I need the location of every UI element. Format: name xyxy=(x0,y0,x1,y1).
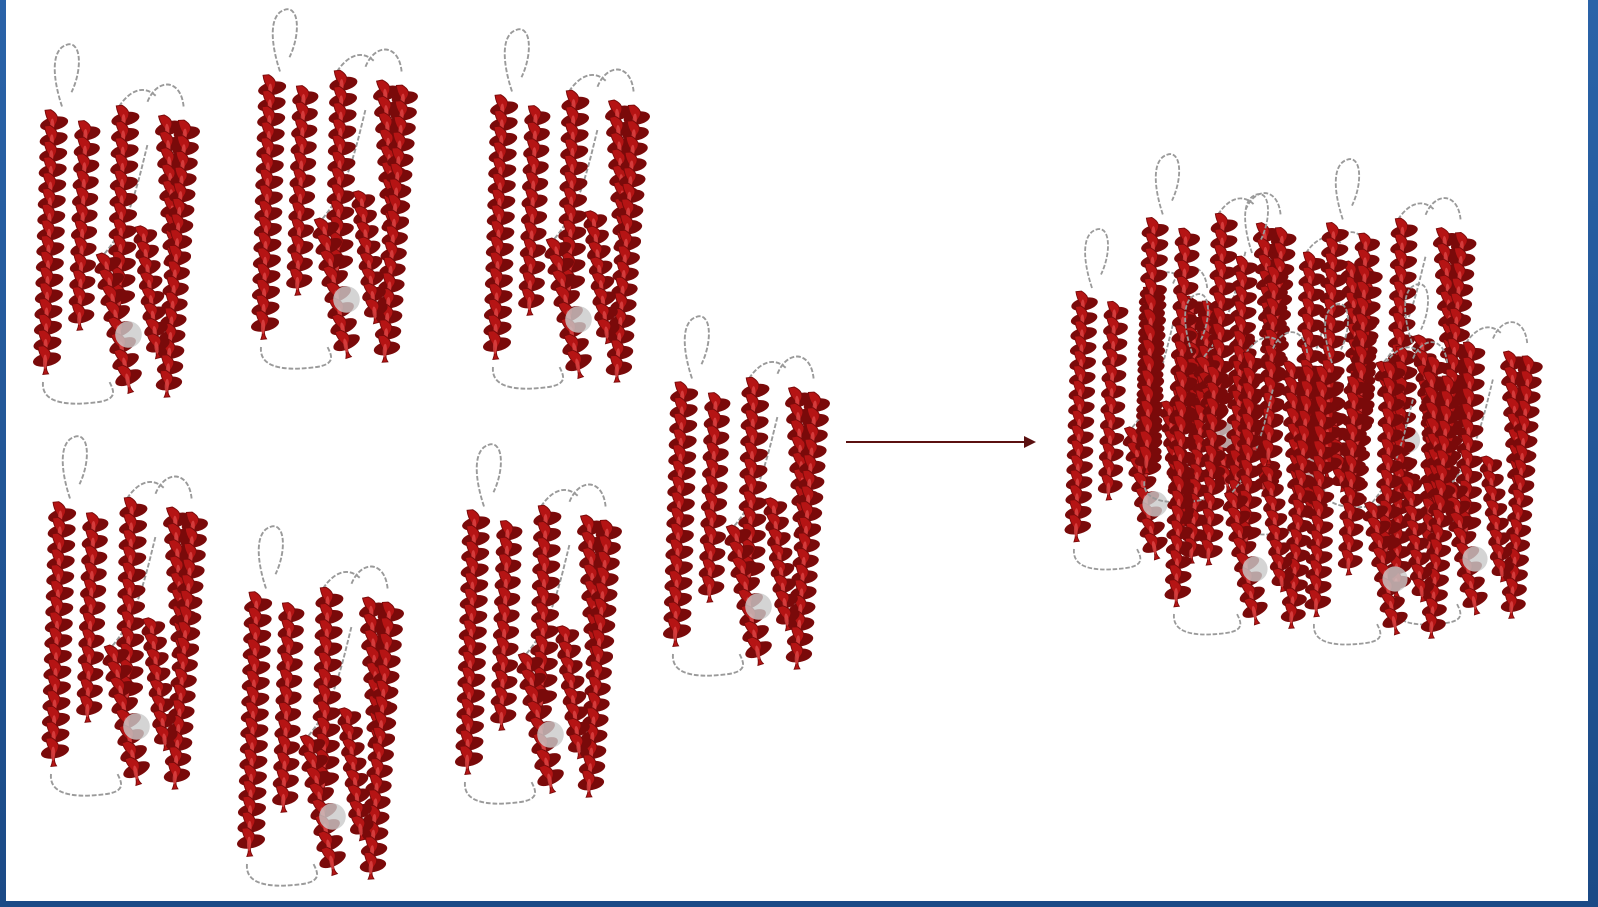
monomer-m5 xyxy=(237,525,404,887)
assembled-oligomer xyxy=(1064,153,1543,646)
monomer-m1 xyxy=(33,43,200,405)
assembly-subunit-5 xyxy=(1384,283,1543,626)
monomer-m3 xyxy=(483,28,650,390)
monomer-m4 xyxy=(41,435,208,797)
diagram-canvas xyxy=(6,0,1588,901)
protein-assembly-diagram xyxy=(33,8,1543,887)
assembly-subunit-6 xyxy=(1164,293,1323,636)
right-arrow-icon xyxy=(846,436,1036,448)
assembly-subunit-7 xyxy=(1304,303,1463,646)
monomer-m7 xyxy=(663,315,830,677)
monomer-m2 xyxy=(251,8,418,370)
monomer-m6 xyxy=(455,443,622,805)
